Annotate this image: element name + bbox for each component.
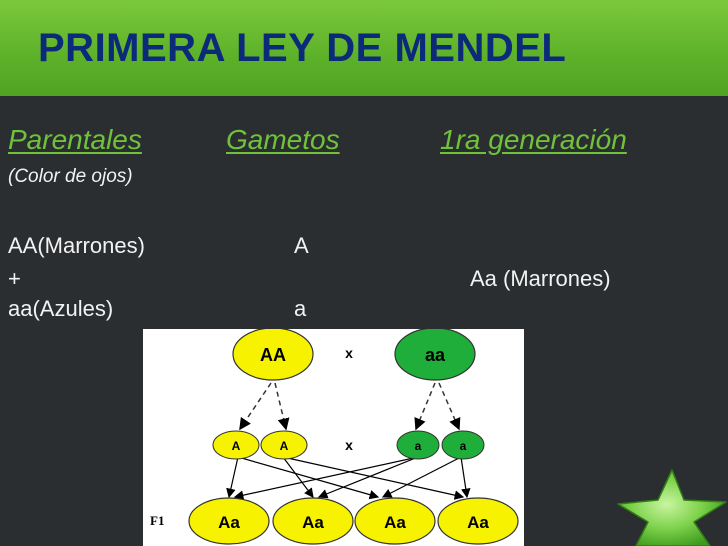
gamete-circle bbox=[212, 430, 260, 460]
dashed-arrow bbox=[438, 382, 461, 431]
parent-aa-circle bbox=[394, 329, 476, 381]
gamete-label: a bbox=[415, 439, 422, 453]
cross-arrow bbox=[237, 456, 380, 500]
cross-arrow bbox=[317, 456, 419, 499]
cross-arrow bbox=[282, 456, 465, 500]
column-heading-gametos: Gametos bbox=[226, 124, 340, 155]
cross-diagram-svg: AA x aa A A x a a F1 Aa Aa Aa Aa bbox=[150, 329, 519, 545]
offspring-label: Aa bbox=[467, 513, 489, 532]
cross-arrow bbox=[381, 456, 462, 498]
offspring-circle bbox=[272, 497, 354, 545]
mendel-cross-diagram: AA x aa A A x a a F1 Aa Aa Aa Aa bbox=[143, 329, 524, 546]
offspring-circle bbox=[437, 497, 519, 545]
gamete-circle bbox=[441, 430, 485, 460]
parent-AA-circle bbox=[232, 329, 314, 381]
parent-2-text: aa(Azules) bbox=[8, 296, 114, 321]
cross-symbol-middle: x bbox=[345, 437, 353, 453]
dashed-arrow bbox=[239, 382, 272, 431]
offspring-circle bbox=[354, 497, 436, 545]
parent-1-text: AA(Marrones) bbox=[8, 233, 145, 258]
cross-symbol-top: x bbox=[345, 345, 353, 361]
gamete-label: a bbox=[460, 439, 467, 453]
gamete-label: A bbox=[280, 439, 289, 453]
parent-AA-label: AA bbox=[260, 345, 286, 365]
parent-aa-label: aa bbox=[425, 345, 446, 365]
gamete-circle bbox=[396, 430, 440, 460]
cross-arrow bbox=[226, 456, 239, 499]
dashed-arrow bbox=[414, 382, 436, 431]
dashed-arrow bbox=[274, 382, 290, 431]
offspring-label: Aa bbox=[384, 513, 406, 532]
f1-label: F1 bbox=[150, 513, 164, 528]
green-star-icon bbox=[617, 469, 727, 546]
offspring-circle bbox=[188, 497, 270, 545]
offspring-label: Aa bbox=[218, 513, 240, 532]
cross-arrow bbox=[460, 456, 471, 499]
cross-arrow bbox=[233, 456, 419, 500]
gamete-2-text: a bbox=[294, 296, 307, 321]
column-heading-parentales: Parentales bbox=[8, 124, 142, 155]
offspring-label: Aa bbox=[302, 513, 324, 532]
slide-title: PRIMERA LEY DE MENDEL bbox=[38, 26, 567, 70]
result-text: Aa (Marrones) bbox=[470, 266, 611, 291]
gamete-label: A bbox=[232, 439, 241, 453]
gamete-circle bbox=[260, 430, 308, 460]
plus-sign: + bbox=[8, 266, 21, 291]
subtitle-color-de-ojos: (Color de ojos) bbox=[8, 166, 133, 187]
title-bar: PRIMERA LEY DE MENDEL bbox=[0, 0, 728, 96]
gamete-1-text: A bbox=[294, 233, 309, 258]
column-heading-generacion: 1ra generación bbox=[440, 124, 627, 155]
cross-arrow bbox=[282, 456, 314, 498]
